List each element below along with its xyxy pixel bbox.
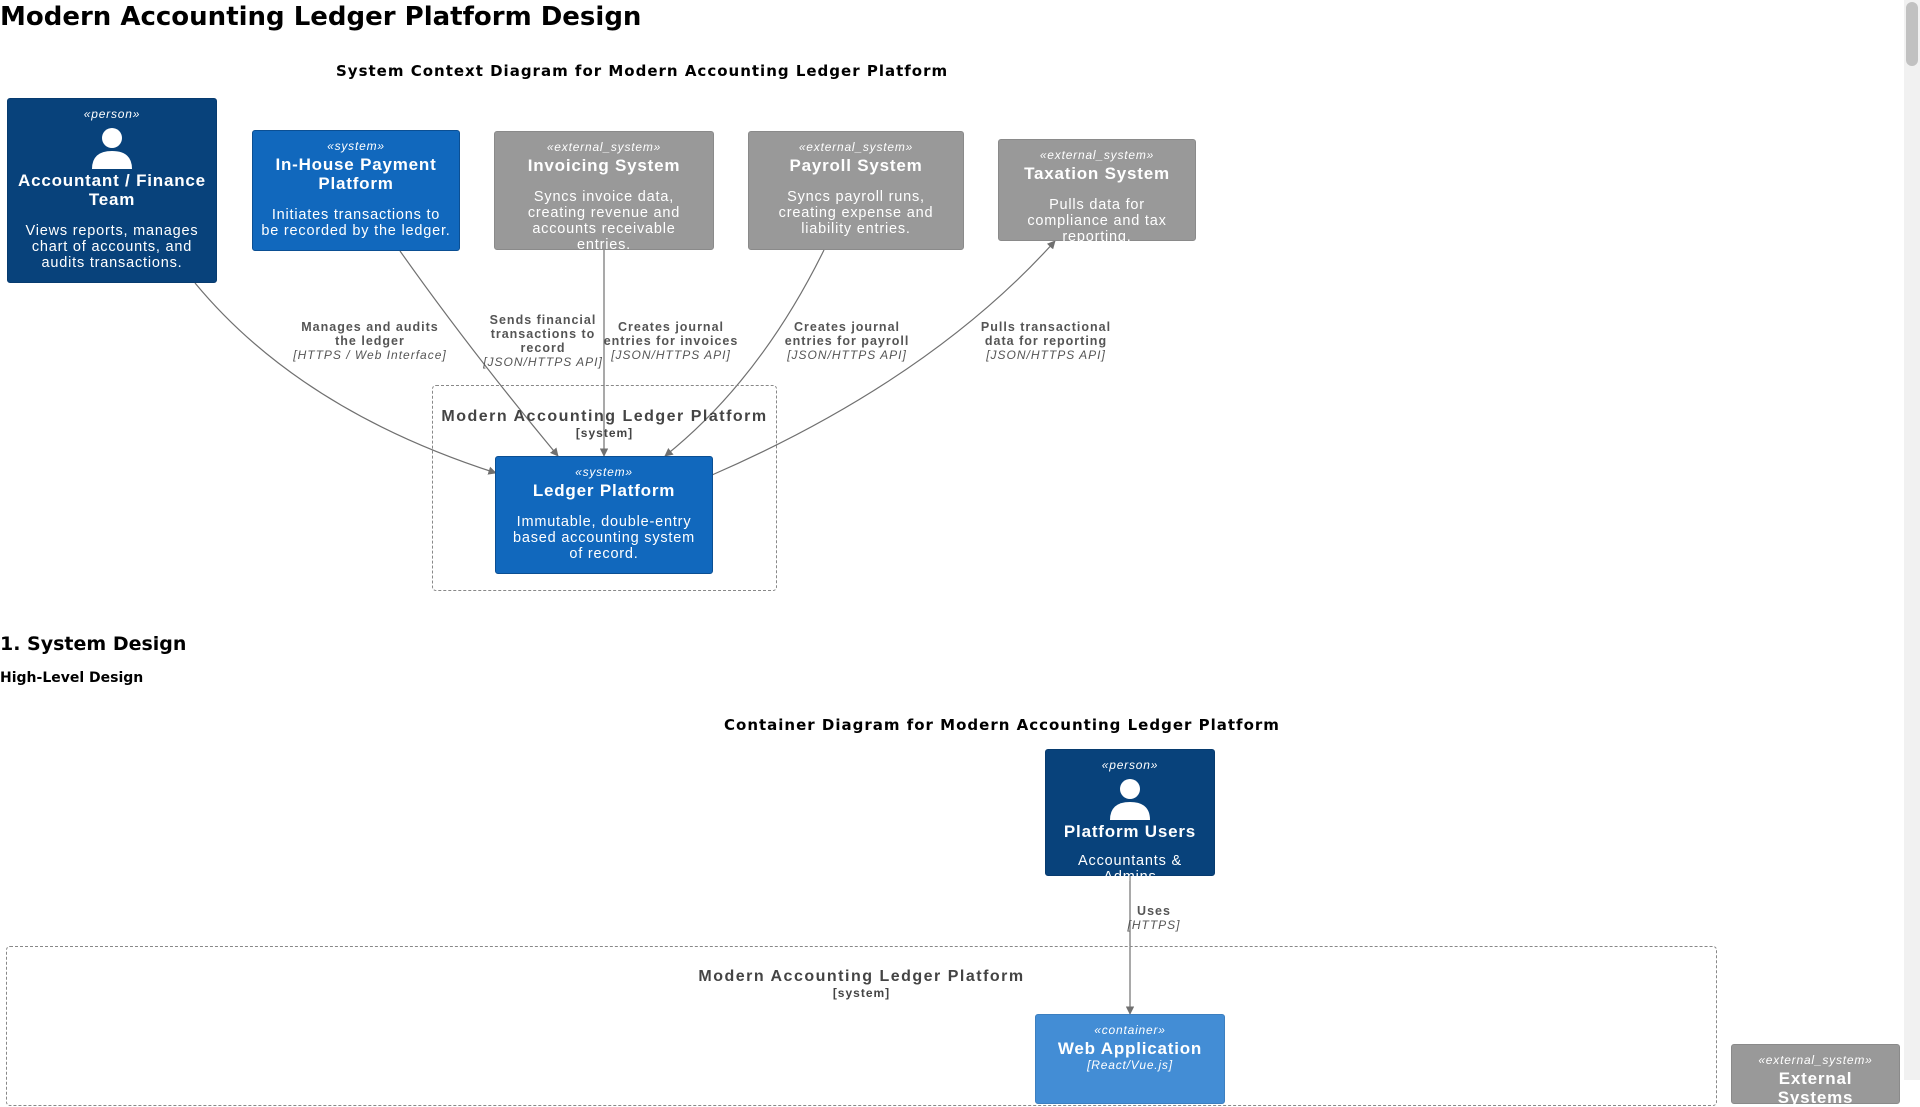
ledger-platform-node[interactable]: «system» Ledger Platform Immutable, doub…: [495, 456, 713, 574]
stereotype-label: «external_system»: [798, 140, 914, 154]
accountant-finance-team-node[interactable]: «person» Accountant / Finance Team Views…: [7, 98, 217, 283]
vertical-scrollbar[interactable]: [1904, 0, 1920, 1080]
node-name: Ledger Platform: [532, 481, 676, 500]
boundary-name: Modern Accounting Ledger Platform: [441, 408, 768, 425]
context-system-boundary: Modern Accounting Ledger Platform [syste…: [432, 385, 777, 591]
scrollbar-thumb[interactable]: [1906, 2, 1918, 66]
section-heading: 1. System Design: [0, 633, 187, 655]
context-diagram-title: System Context Diagram for Modern Accoun…: [336, 62, 949, 80]
relation-tech: [JSON/HTTPS API]: [986, 348, 1106, 362]
node-description: Accountants & Admins: [1078, 853, 1182, 885]
payroll-system-node[interactable]: «external_system» Payroll System Syncs p…: [748, 131, 964, 250]
stereotype-label: «container»: [1094, 1023, 1166, 1037]
relation-tech: [HTTPS]: [1127, 918, 1181, 932]
page-title: Modern Accounting Ledger Platform Design: [0, 2, 642, 32]
relation-label-sends-transactions: Sends financial transactions to record […: [483, 313, 603, 369]
relation-label-manages-ledger: Manages and audits the ledger [HTTPS / W…: [292, 320, 448, 362]
stereotype-label: «external_system»: [546, 140, 662, 154]
boundary-name: Modern Accounting Ledger Platform: [698, 968, 1025, 985]
relation-label: Pulls transactional data for reporting: [980, 320, 1112, 348]
web-application-node[interactable]: «container» Web Application [React/Vue.j…: [1035, 1014, 1225, 1104]
stereotype-label: «person»: [83, 107, 141, 121]
node-description: Syncs invoice data, creating revenue and…: [527, 189, 681, 253]
boundary-type: [system]: [575, 426, 634, 440]
container-diagram-title: Container Diagram for Modern Accounting …: [724, 716, 1280, 734]
relation-tech: [JSON/HTTPS API]: [611, 348, 731, 362]
node-name: Platform Users: [1063, 822, 1197, 841]
relation-label: Creates journal entries for invoices: [603, 320, 739, 348]
platform-users-node[interactable]: «person» Platform Users Accountants & Ad…: [1045, 749, 1215, 885]
relation-label-taxation: Pulls transactional data for reporting […: [976, 320, 1116, 362]
sub-heading: High-Level Design: [0, 670, 144, 686]
relation-tech: [JSON/HTTPS API]: [787, 348, 907, 362]
stereotype-label: «external_system»: [1758, 1053, 1873, 1067]
relation-label-invoices: Creates journal entries for invoices [JS…: [601, 320, 741, 362]
relation-label-payroll: Creates journal entries for payroll [JSO…: [777, 320, 917, 362]
node-name: Taxation System: [1024, 164, 1170, 183]
in-house-payment-platform-node[interactable]: «system» In-House Payment Platform Initi…: [252, 130, 460, 251]
person-icon: [1110, 779, 1150, 820]
node-description: Views reports, manages chart of accounts…: [25, 223, 199, 271]
relation-label: Manages and audits the ledger: [301, 320, 439, 348]
taxation-system-node[interactable]: «external_system» Taxation System Pulls …: [998, 139, 1196, 245]
node-name: External Systems: [1777, 1069, 1854, 1107]
relation-label: Sends financial transactions to record: [489, 313, 597, 355]
stereotype-label: «person»: [1101, 758, 1159, 772]
stereotype-label: «system»: [327, 139, 385, 153]
node-tech: [React/Vue.js]: [1087, 1058, 1173, 1072]
relation-label: Creates journal entries for payroll: [784, 320, 910, 348]
stereotype-label: «external_system»: [1039, 148, 1155, 162]
relation-tech: [HTTPS / Web Interface]: [293, 348, 447, 362]
relation-label-uses: Uses [HTTPS]: [1118, 904, 1190, 932]
container-system-boundary: Modern Accounting Ledger Platform [syste…: [6, 946, 1717, 1106]
node-description: Initiates transactions to be recorded by…: [261, 207, 451, 239]
external-systems-node[interactable]: «external_system» External Systems: [1731, 1044, 1900, 1107]
node-name: Web Application: [1057, 1039, 1203, 1058]
node-name: Payroll System: [789, 156, 923, 175]
stereotype-label: «system»: [575, 465, 633, 479]
person-icon: [92, 128, 132, 169]
node-description: Immutable, double-entry based accounting…: [512, 514, 696, 562]
node-name: Invoicing System: [527, 156, 681, 175]
boundary-type: [system]: [832, 986, 891, 1000]
relation-tech: [JSON/HTTPS API]: [483, 355, 603, 369]
node-name: Accountant / Finance Team: [18, 171, 206, 209]
node-description: Pulls data for compliance and tax report…: [1027, 197, 1167, 245]
node-name: In-House Payment Platform: [275, 155, 437, 193]
relation-label: Uses: [1137, 904, 1171, 918]
invoicing-system-node[interactable]: «external_system» Invoicing System Syncs…: [494, 131, 714, 253]
node-description: Syncs payroll runs, creating expense and…: [778, 189, 934, 237]
